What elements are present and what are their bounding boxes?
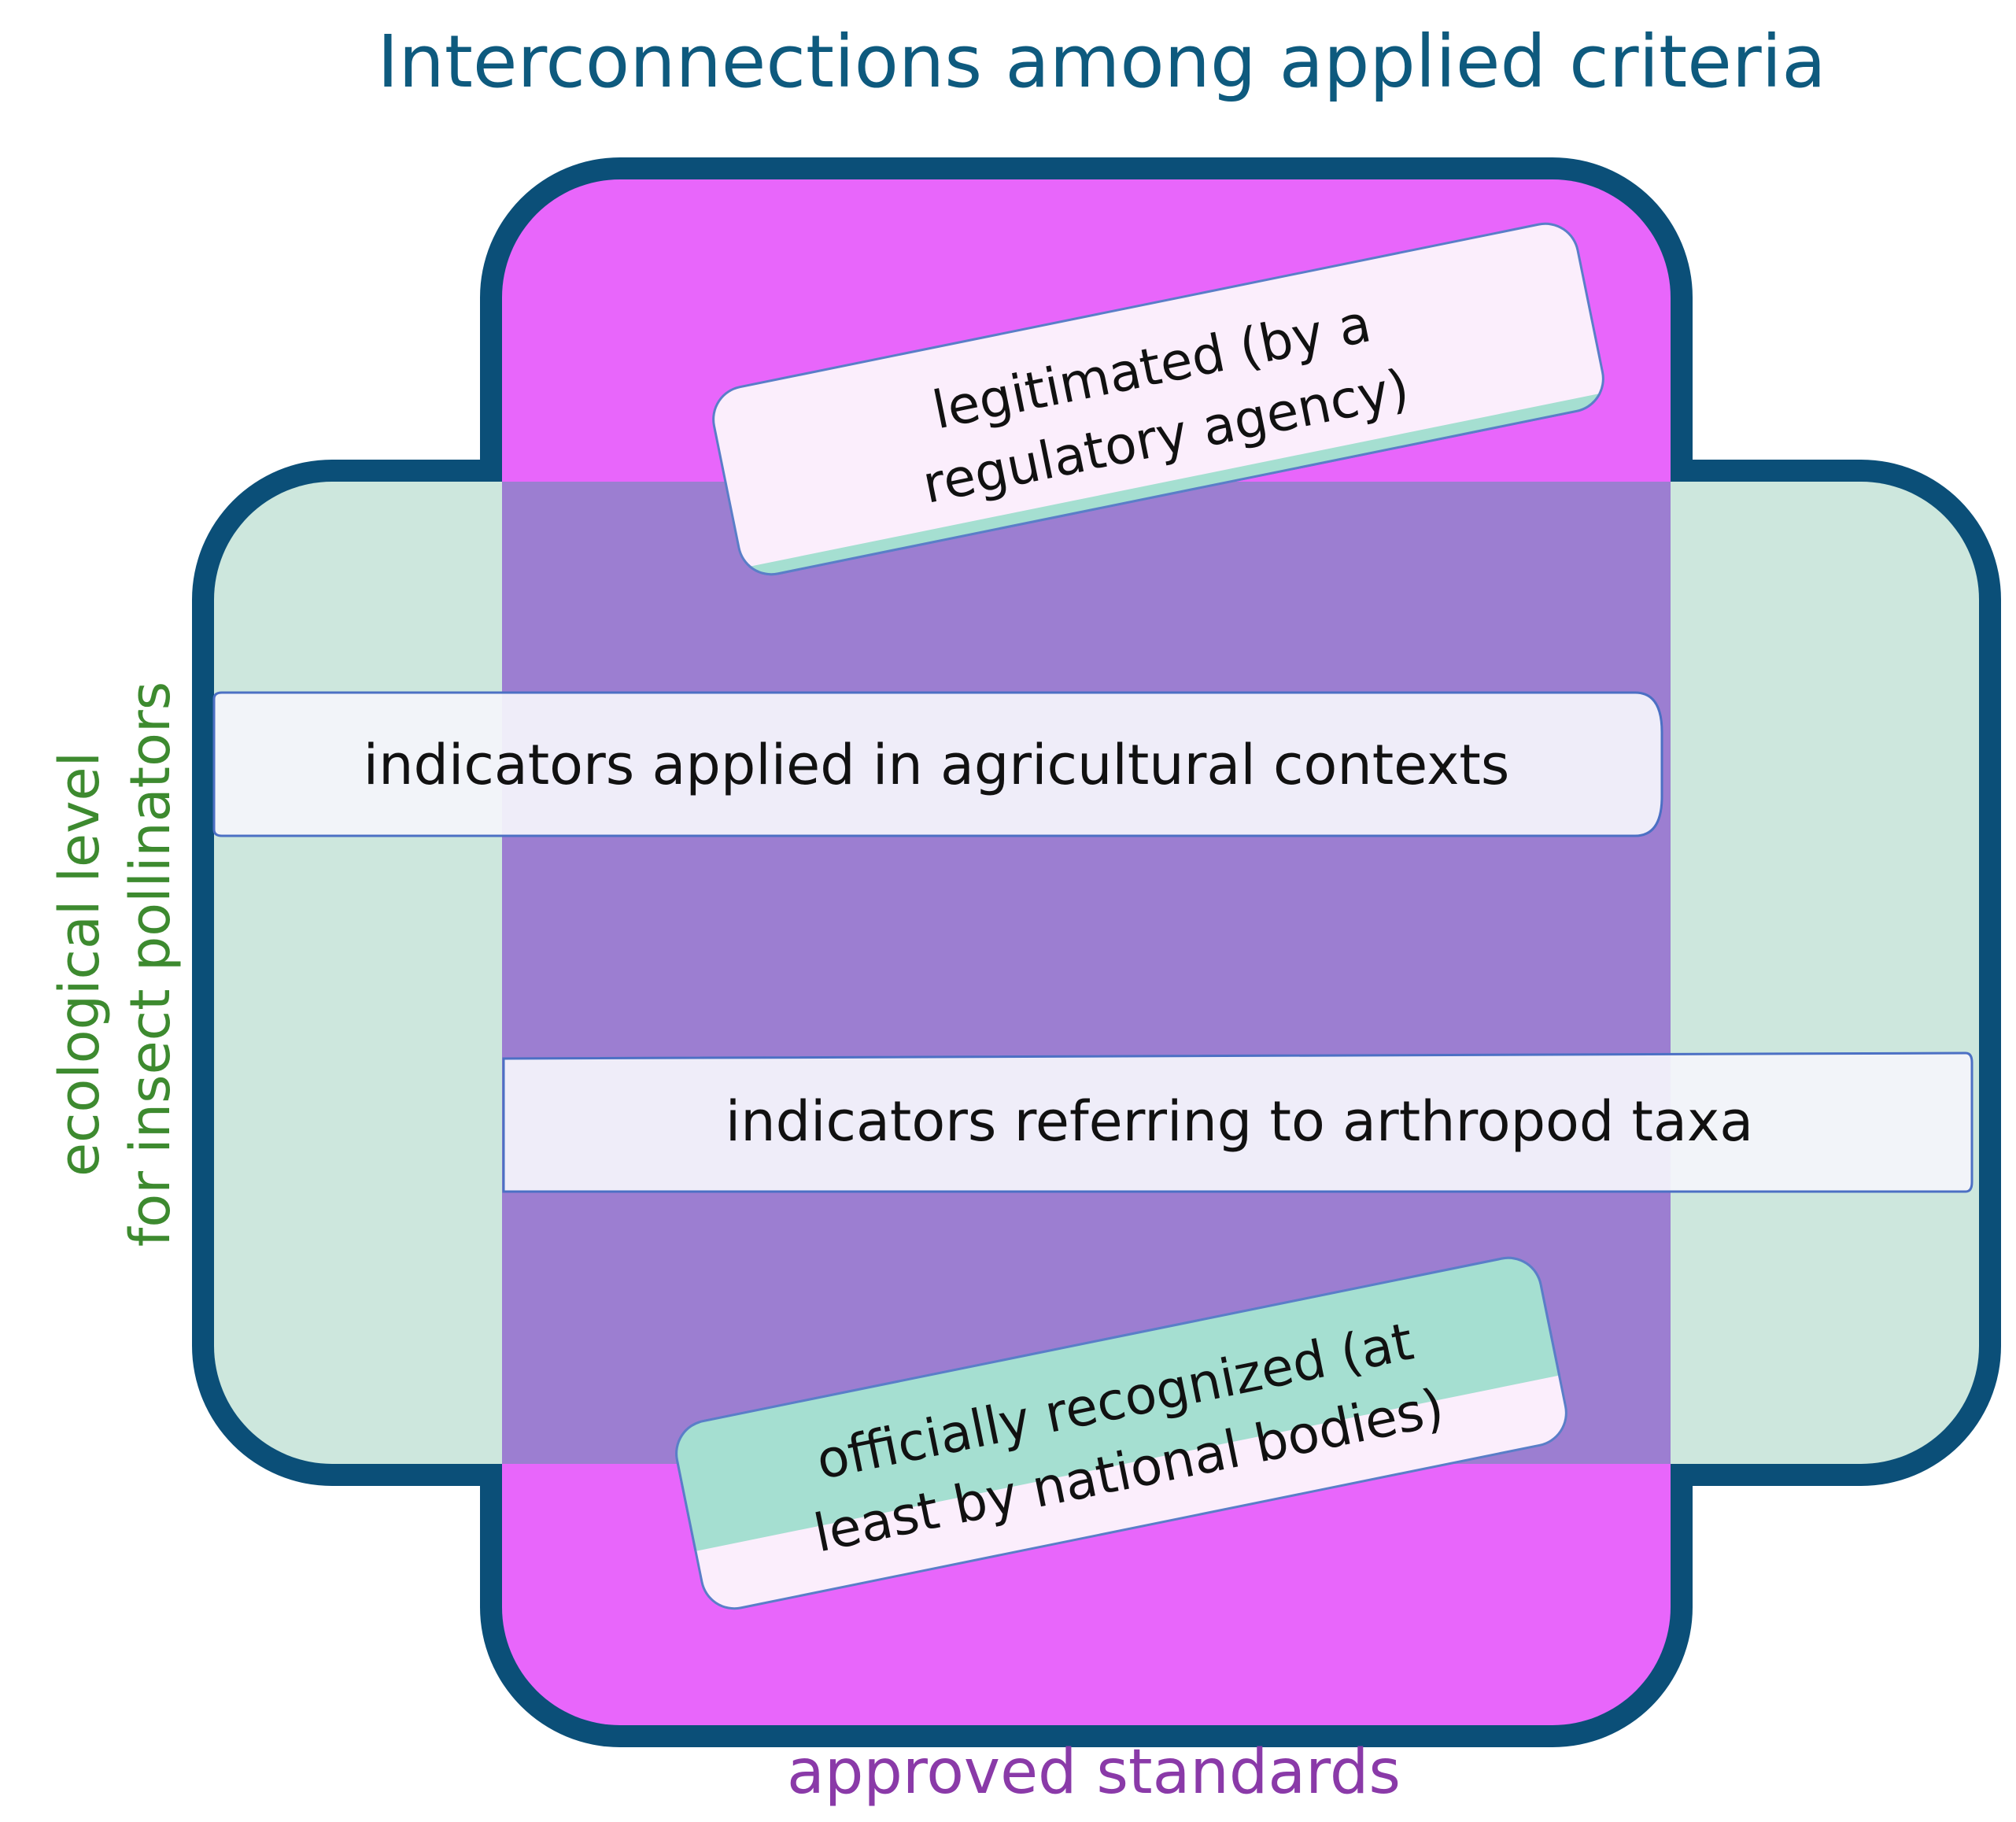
- agricultural-strip: indicators applied in agricultural conte…: [212, 691, 1663, 837]
- arthropod-strip: indicators referring to arthropod taxa: [502, 1051, 1974, 1193]
- diagram-title: Interconnections among applied criteria: [377, 20, 1826, 104]
- agricultural-label: indicators applied in agricultural conte…: [364, 733, 1510, 797]
- ecological-level-line1: ecological level: [47, 752, 112, 1177]
- ecological-level-line2: for insect pollinators: [118, 682, 183, 1247]
- ecological-level-label: ecological level for insect pollinators: [47, 682, 183, 1247]
- arthropod-label: indicators referring to arthropod taxa: [726, 1089, 1753, 1154]
- approved-standards-label: approved standards: [787, 1737, 1401, 1808]
